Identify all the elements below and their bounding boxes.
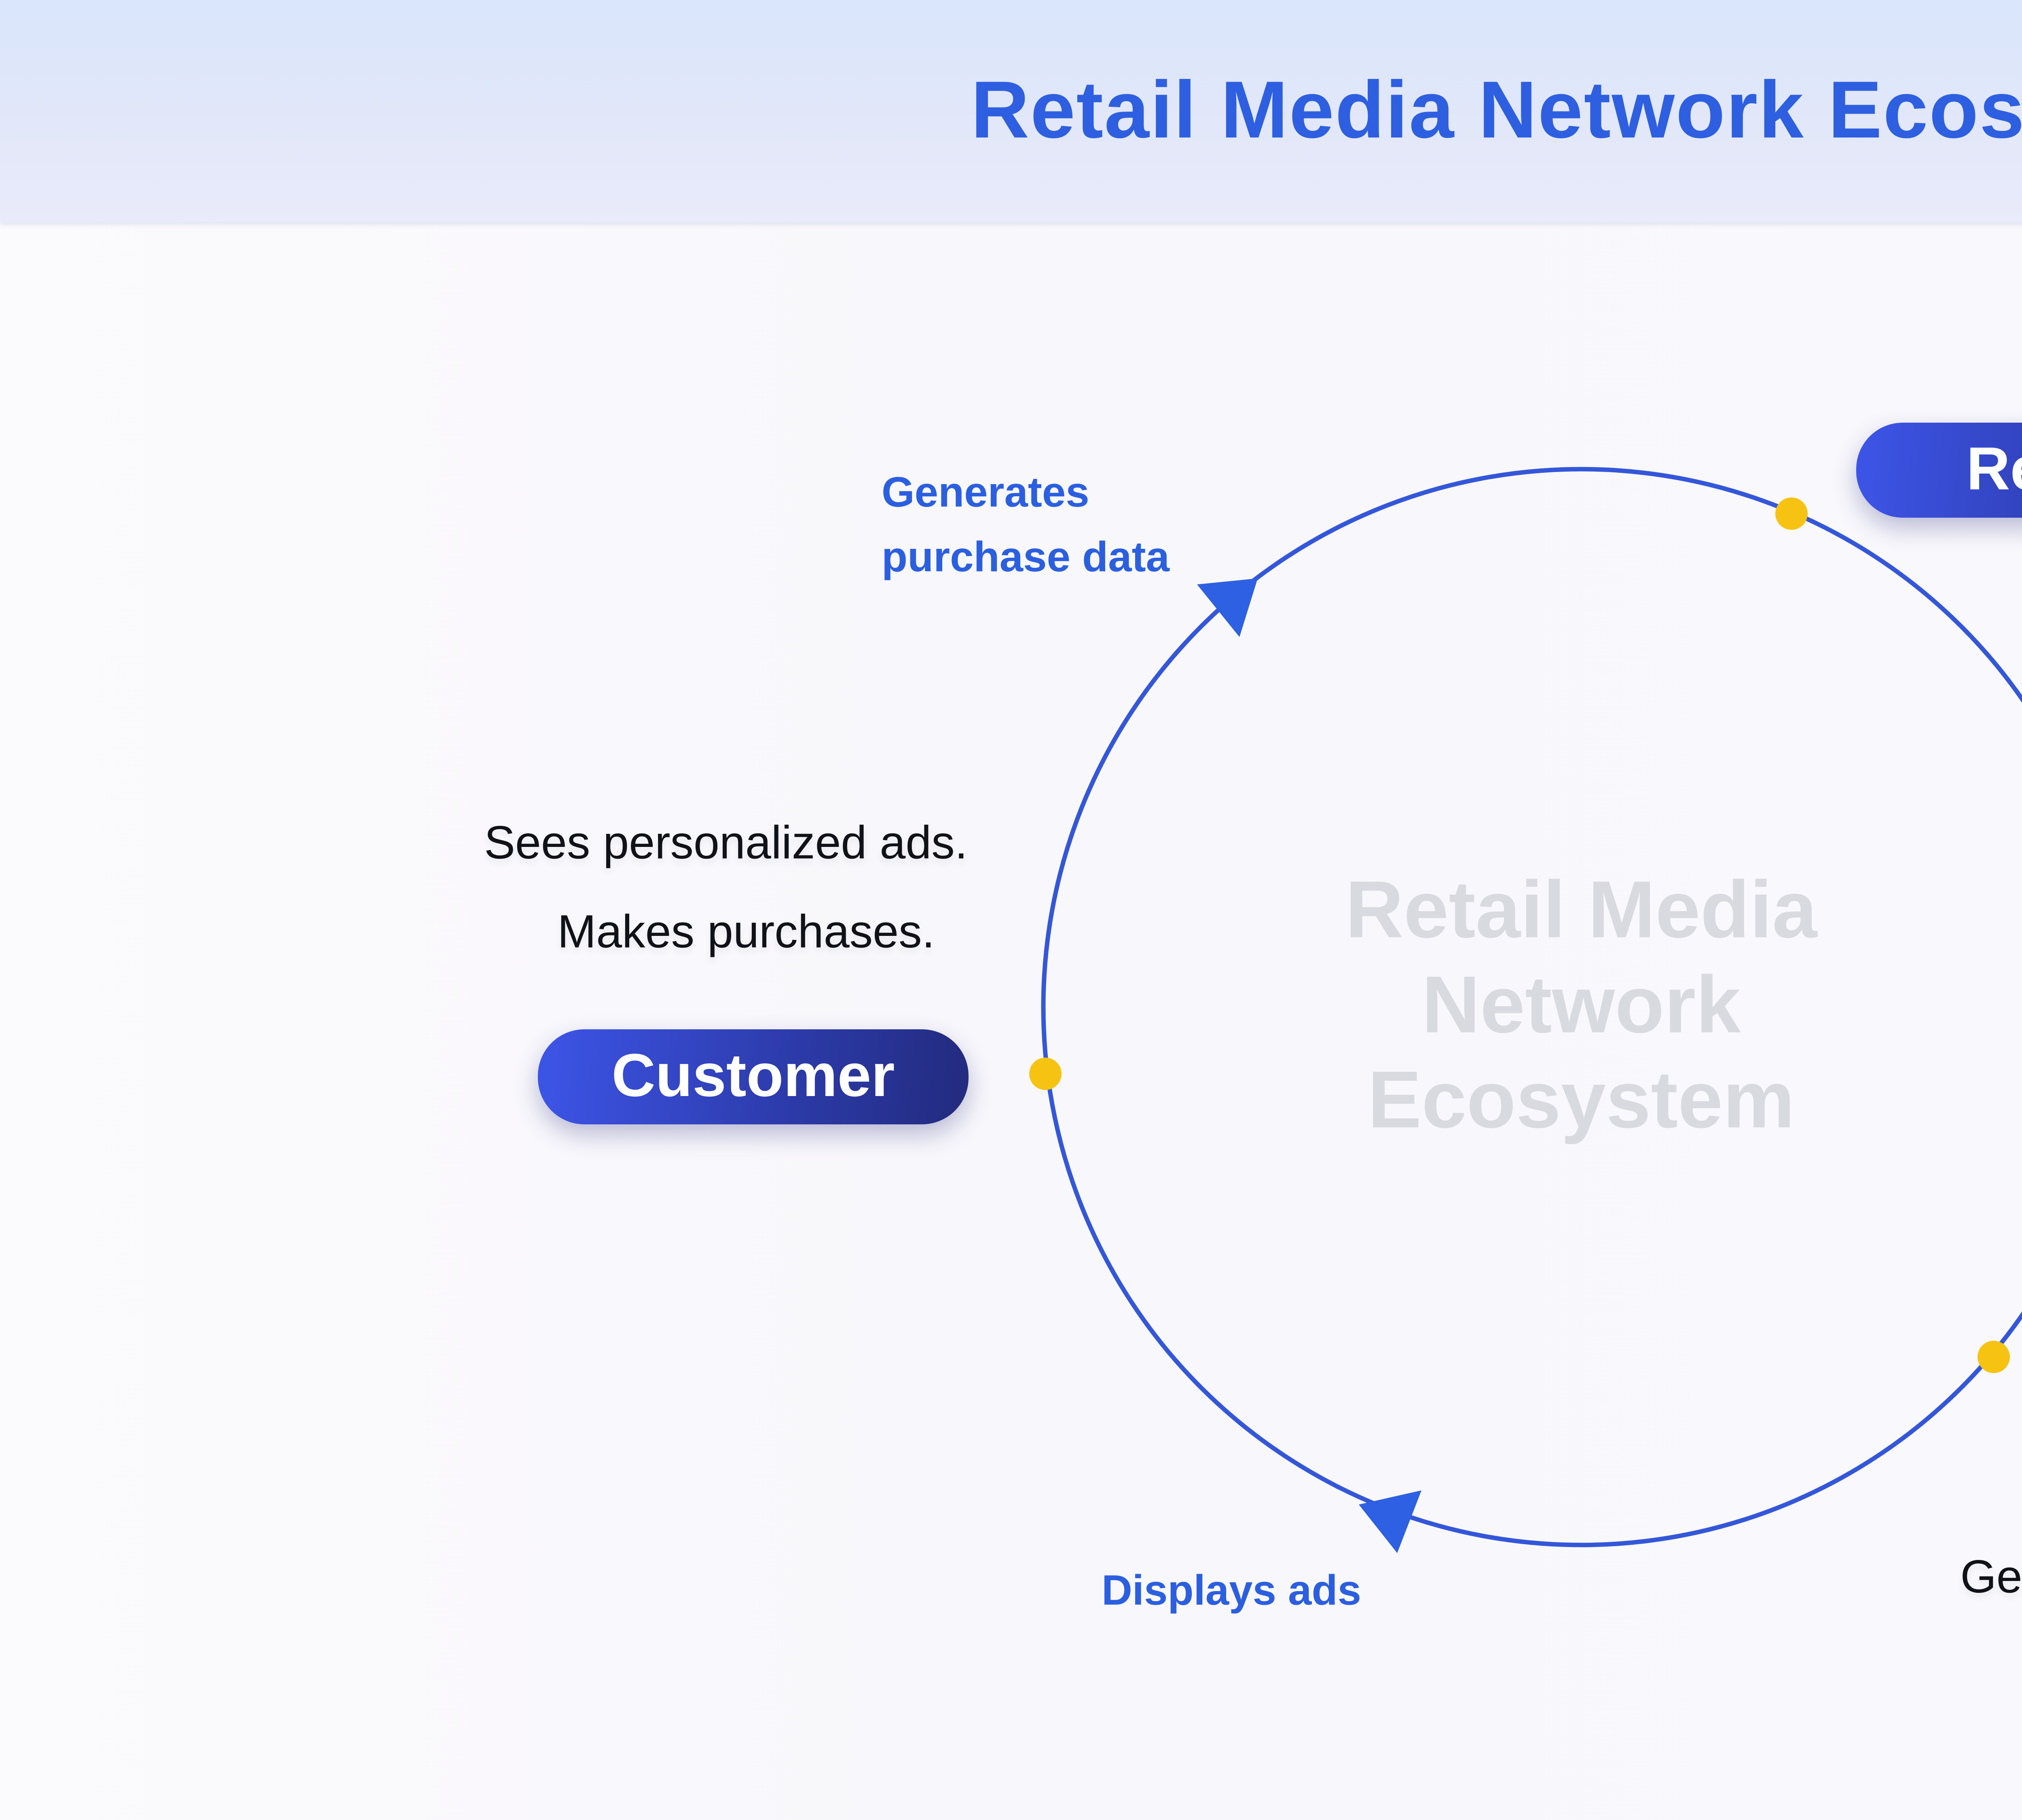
page-header: Retail Media Network Ecosystem — [0, 0, 2022, 222]
flow-label-generates-purchase-data-line-2: purchase data — [882, 535, 1170, 582]
retailer-badge-label: Retailer — [1966, 436, 2022, 503]
customer-description-line-2: Makes purchases. — [557, 905, 935, 958]
flow-label-generates-purchase-data-line-1: Generates — [882, 470, 1089, 517]
flow-label-displays-ads: Displays ads — [1101, 1568, 1362, 1615]
retailer-badge: Retailer — [1856, 423, 2022, 518]
watermark-line-2: Network — [1421, 961, 1741, 1051]
node-dot-retailer — [1775, 497, 1808, 530]
node-dot-customer — [1029, 1058, 1062, 1090]
arrowhead-advertiser-to-customer-icon — [1359, 1490, 1421, 1553]
customer-description-line-1: Sees personalized ads. — [484, 816, 968, 869]
watermark-line-3: Ecosystem — [1367, 1056, 1795, 1146]
arrowhead-customer-to-retailer-icon — [1197, 578, 1258, 637]
advertiser-description-line-2: Generates ad revenue shared with the ret… — [1960, 1550, 2022, 1603]
center-watermark: Retail Media Network Ecosystem — [1345, 865, 1817, 1150]
customer-badge: Customer — [538, 1029, 969, 1124]
page-title: Retail Media Network Ecosystem — [971, 66, 2022, 155]
customer-badge-label: Customer — [611, 1042, 895, 1109]
ecosystem-cycle-circle — [1041, 467, 2022, 1547]
node-dot-advertiser — [1978, 1341, 2010, 1373]
watermark-line-1: Retail Media — [1345, 866, 1817, 956]
